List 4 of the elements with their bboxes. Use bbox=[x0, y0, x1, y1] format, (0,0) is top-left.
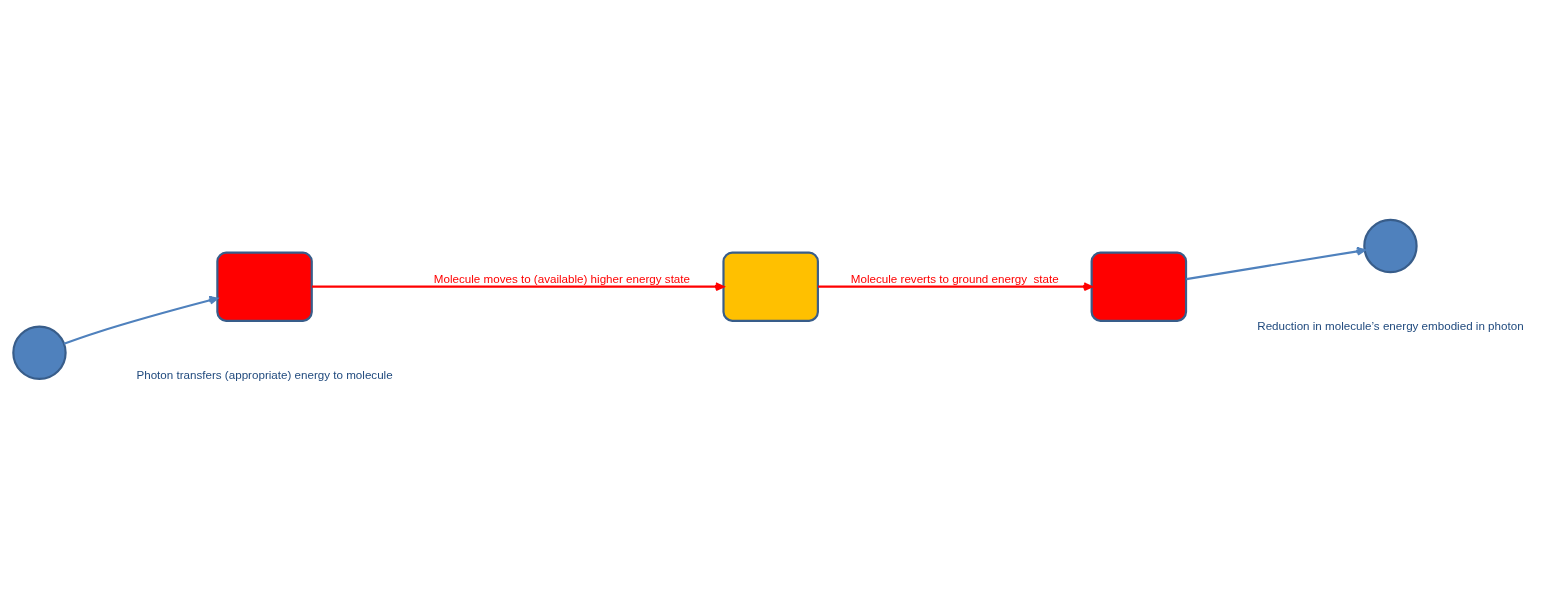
edge-label: Molecule moves to (available) higher energy state bbox=[433, 271, 691, 285]
edge-label: Molecule reverts to ground energy state bbox=[850, 271, 1059, 285]
label: Reduction in molecule’s energy embodied in photon bbox=[1257, 318, 1524, 332]
label: Photon transfers (appropriate) energy to molecule bbox=[136, 367, 393, 381]
